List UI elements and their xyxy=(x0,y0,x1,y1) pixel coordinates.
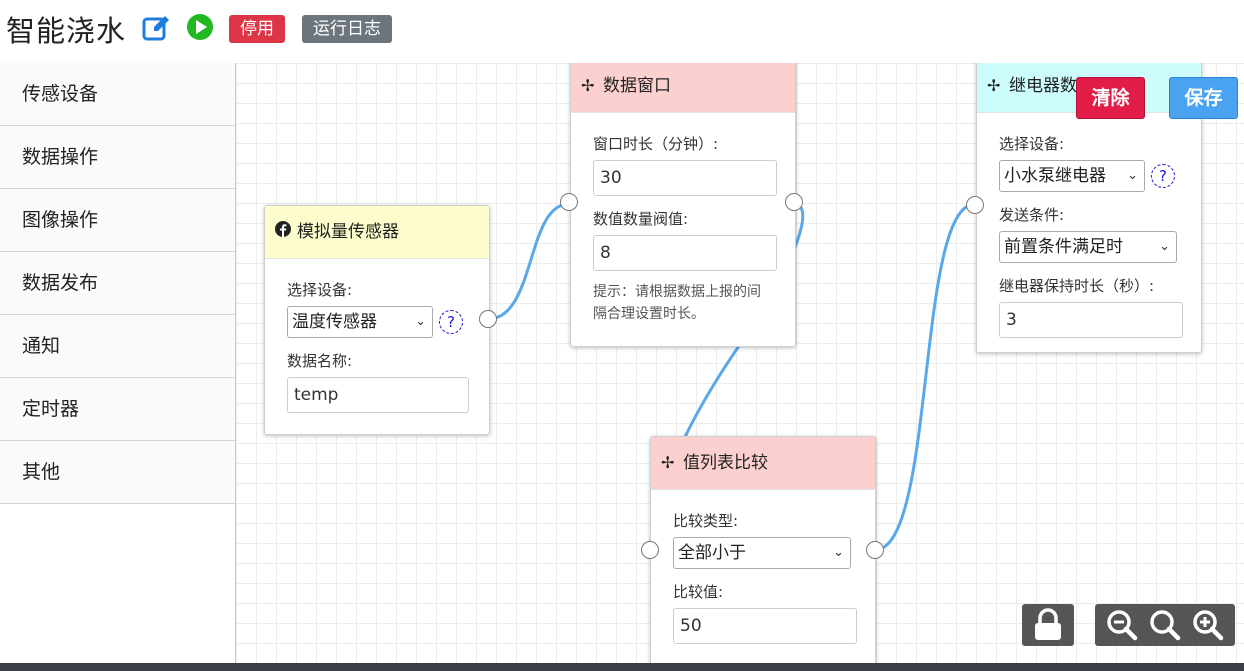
data-window-node[interactable]: ✢ 数据窗口 窗口时长（分钟）: 30 数值数量阀值: 8 提示：请根据数据上报的… xyxy=(570,63,796,347)
slack-icon: ✢ xyxy=(987,76,1001,95)
sidebar-item-image-ops[interactable]: 图像操作 xyxy=(0,189,235,252)
slack-icon: ✢ xyxy=(661,453,675,472)
zoom-out-icon[interactable] xyxy=(1101,604,1143,646)
sidebar-item-other[interactable]: 其他 xyxy=(0,441,235,504)
compare-type-select[interactable]: 全部小于⌄ xyxy=(673,537,851,569)
clear-button[interactable]: 清除 xyxy=(1076,77,1145,119)
sensor-node-header[interactable]: 模拟量传感器 xyxy=(265,206,489,259)
compare-input-port[interactable] xyxy=(641,541,659,559)
chevron-down-icon: ⌄ xyxy=(1127,168,1138,183)
window-duration-label: 窗口时长（分钟）: xyxy=(593,135,719,153)
app-title: 智能浇水 xyxy=(6,14,127,48)
facebook-icon xyxy=(275,206,293,258)
sidebar-item-notify[interactable]: 通知 xyxy=(0,315,235,378)
relay-device-select[interactable]: 小水泵继电器⌄ xyxy=(999,160,1145,192)
sensor-device-select[interactable]: 温度传感器⌄ xyxy=(287,306,433,338)
relay-node-title: 继电器数 xyxy=(1009,76,1077,96)
compare-node-title: 值列表比较 xyxy=(683,453,768,473)
data-name-input[interactable]: temp xyxy=(287,377,469,413)
window-input-port[interactable] xyxy=(560,193,578,211)
node-category-sidebar: 传感设备 数据操作 图像操作 数据发布 通知 定时器 其他 xyxy=(0,63,236,663)
wire-sensor-to-window xyxy=(487,202,570,321)
compare-type-label: 比较类型: xyxy=(673,512,739,530)
send-condition-label: 发送条件: xyxy=(999,206,1065,224)
disable-button[interactable]: 停用 xyxy=(229,15,285,43)
compare-node[interactable]: ✢ 值列表比较 比较类型: 全部小于⌄ 比较值: 50 xyxy=(650,436,876,663)
chevron-down-icon: ⌄ xyxy=(415,314,426,329)
data-window-node-header[interactable]: ✢ 数据窗口 xyxy=(571,63,795,113)
hint-text: 提示：请根据数据上报的间隔合理设置时长。 xyxy=(593,284,761,322)
compare-node-header[interactable]: ✢ 值列表比较 xyxy=(651,437,875,490)
data-window-node-title: 数据窗口 xyxy=(603,76,671,96)
window-duration-input[interactable]: 30 xyxy=(593,160,777,196)
hold-duration-input[interactable]: 3 xyxy=(999,302,1183,338)
compare-output-port[interactable] xyxy=(866,541,884,559)
send-condition-select[interactable]: 前置条件满足时⌄ xyxy=(999,231,1177,263)
lock-icon xyxy=(1035,608,1061,640)
zoom-reset-icon[interactable] xyxy=(1144,604,1186,646)
sensor-node[interactable]: 模拟量传感器 选择设备: 温度传感器⌄? 数据名称: temp xyxy=(264,205,490,435)
sidebar-item-sensors[interactable]: 传感设备 xyxy=(0,63,235,126)
compare-value-label: 比较值: xyxy=(673,583,724,601)
help-icon[interactable]: ? xyxy=(439,310,463,334)
threshold-label: 数值数量阀值: xyxy=(593,210,689,228)
zoom-in-icon[interactable] xyxy=(1187,604,1229,646)
sensor-node-title: 模拟量传感器 xyxy=(297,222,399,242)
hold-duration-label: 继电器保持时长（秒）: xyxy=(999,277,1155,295)
bottom-bar xyxy=(0,663,1244,671)
sidebar-item-timer[interactable]: 定时器 xyxy=(0,378,235,441)
zoom-toolbar xyxy=(1095,604,1235,646)
slack-icon: ✢ xyxy=(581,76,595,95)
sidebar-item-data-ops[interactable]: 数据操作 xyxy=(0,126,235,189)
data-name-label: 数据名称: xyxy=(287,352,353,370)
flow-canvas[interactable]: 模拟量传感器 选择设备: 温度传感器⌄? 数据名称: temp ✢ 数据窗口 窗口… xyxy=(236,63,1244,663)
lock-button[interactable] xyxy=(1022,604,1074,646)
device-label: 选择设备: xyxy=(287,281,353,299)
relay-device-label: 选择设备: xyxy=(999,135,1065,153)
run-icon[interactable] xyxy=(186,13,216,43)
chevron-down-icon: ⌄ xyxy=(833,545,844,560)
edit-icon[interactable] xyxy=(141,13,171,43)
wire-compare-to-relay xyxy=(874,202,976,552)
top-bar: 智能浇水 停用 运行日志 xyxy=(0,0,1244,62)
chevron-down-icon: ⌄ xyxy=(1159,239,1170,254)
relay-input-port[interactable] xyxy=(966,196,984,214)
sensor-output-port[interactable] xyxy=(479,310,497,328)
window-output-port[interactable] xyxy=(785,193,803,211)
compare-value-input[interactable]: 50 xyxy=(673,608,857,644)
run-log-button[interactable]: 运行日志 xyxy=(302,15,392,43)
help-icon[interactable]: ? xyxy=(1151,164,1175,188)
threshold-input[interactable]: 8 xyxy=(593,235,777,271)
sidebar-item-data-publish[interactable]: 数据发布 xyxy=(0,252,235,315)
save-button[interactable]: 保存 xyxy=(1169,77,1238,119)
